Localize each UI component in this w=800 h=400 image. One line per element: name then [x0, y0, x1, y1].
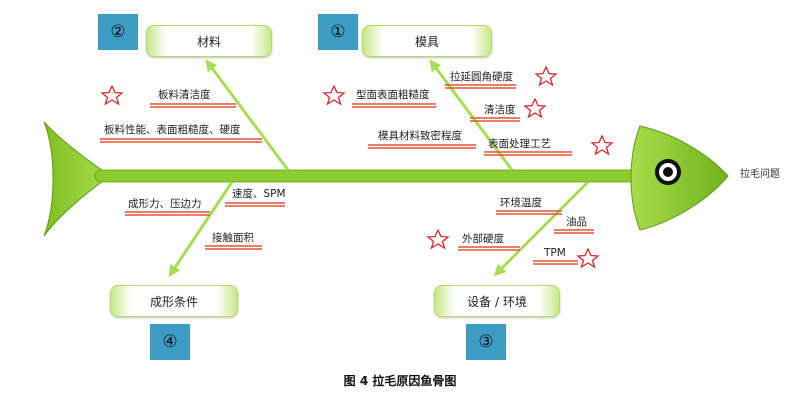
star-icon — [426, 228, 450, 250]
category-mold: 模具 — [362, 25, 492, 57]
star-icon — [322, 84, 346, 106]
category-number-forming: ④ — [150, 324, 190, 360]
star-icon — [576, 247, 600, 269]
cause-label: 型面表面粗糙度 — [356, 89, 430, 101]
cause-label: 拉延圆角硬度 — [450, 71, 513, 83]
fish-tail — [43, 121, 111, 237]
star-icon — [534, 65, 558, 87]
cause-label: 接触面积 — [212, 232, 254, 244]
cause-label: 模具材料致密程度 — [378, 130, 462, 142]
category-number-materials: ② — [98, 14, 138, 50]
cause-label: 环境温度 — [500, 197, 542, 209]
bone-forming — [168, 181, 234, 277]
star-icon — [590, 134, 614, 156]
cause-label: 油品 — [566, 216, 587, 228]
effect-label: 拉毛问题 — [740, 169, 780, 180]
star-icon — [100, 84, 124, 106]
cause-label: TPM — [544, 247, 566, 259]
category-forming: 成形条件 — [110, 285, 238, 317]
category-number-equipment: ③ — [466, 324, 506, 360]
bone-materials — [205, 59, 290, 171]
cause-label: 清洁度 — [484, 104, 516, 116]
figure-caption: 图 4 拉毛原因鱼骨图 — [343, 374, 457, 388]
fish-head — [630, 125, 729, 231]
bone-equipment — [493, 180, 590, 277]
cause-label: 板料性能、表面粗糙度、硬度 — [104, 124, 241, 136]
cause-label: 外部硬度 — [462, 233, 504, 245]
fish-eye-pupil — [663, 167, 673, 177]
cause-label: 表面处理工艺 — [488, 138, 551, 150]
cause-label: 板料清洁度 — [158, 89, 211, 101]
star-icon — [523, 97, 547, 119]
priority-stars — [100, 65, 614, 269]
fish-spine — [94, 169, 651, 183]
cause-label: 速度、SPM — [232, 188, 286, 200]
category-number-mold: ① — [318, 14, 358, 50]
category-equipment: 设备 / 环境 — [434, 285, 560, 317]
cause-underlines — [100, 84, 594, 265]
cause-label: 成形力、压边力 — [128, 198, 202, 210]
category-materials: 材料 — [146, 25, 272, 57]
